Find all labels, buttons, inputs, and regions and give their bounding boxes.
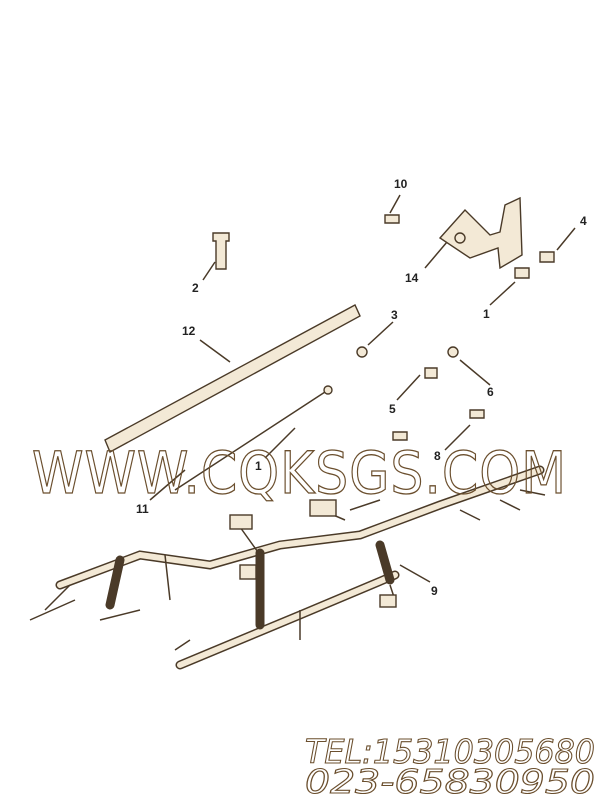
grommet-3 [356,346,368,358]
callout-8: 8 [434,449,441,463]
callout-12: 12 [182,324,196,338]
callout-14: 14 [405,271,419,285]
callout-10: 10 [394,177,408,191]
connector [309,499,337,517]
bolt-2 [212,232,230,270]
connector [379,594,397,608]
callout-9: 9 [431,584,438,598]
bolt-5 [424,367,438,379]
cable-tie-head [323,385,333,395]
strap-12 [104,304,361,453]
callout-1b: 1 [255,459,262,473]
connector [229,514,253,530]
nut-4 [539,251,555,263]
bolt-8 [469,409,485,419]
connector [239,564,257,580]
callout-3: 3 [391,308,398,322]
bolt-10 [384,214,400,224]
callout-6: 6 [487,385,494,399]
wiring-harness [29,465,546,670]
cable-tie [174,391,326,491]
callout-1: 1 [483,307,490,321]
contact-tel: TEL:15310305680 [305,732,595,771]
callout-11: 11 [136,502,149,516]
bracket [438,196,523,270]
leader-lines [149,194,576,583]
contact-phone: 023-65830950 [305,762,595,800]
bolt-1 [514,267,530,279]
callout-4: 4 [580,214,587,228]
callout-5: 5 [389,402,396,416]
grommet-6 [447,346,459,358]
callout-2: 2 [192,281,199,295]
watermark: WWW.CQKSGS.COM [32,439,567,507]
bolt-1b [392,431,408,441]
bracket-hole [454,232,466,244]
